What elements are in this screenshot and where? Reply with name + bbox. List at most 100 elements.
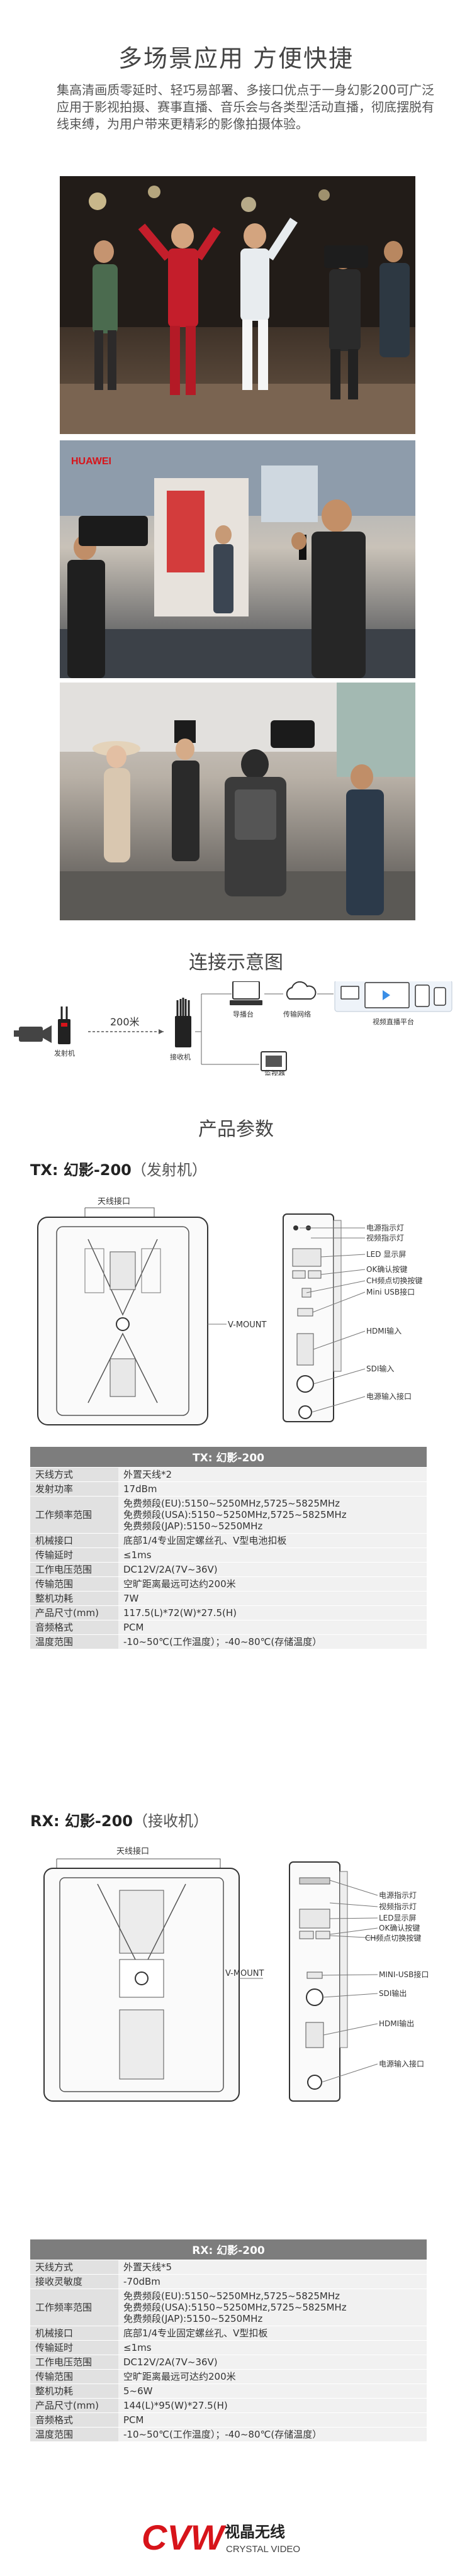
spec-value-line: 底部1/4专业固定螺丝孔、V型扣板: [123, 2327, 268, 2339]
receiver-icon: [175, 998, 191, 1047]
tx-side-label: HDMI输入: [366, 1326, 402, 1335]
transmitter-label: 发射机: [54, 1049, 75, 1057]
spec-value-line: 免费频段(EU):5150~5250MHz,5725~5825MHz: [123, 2290, 340, 2302]
spec-row: 机械接口底部1/4专业固定螺丝孔、V型电池扣板: [30, 1532, 427, 1547]
rx-vmount-label: V-MOUNT: [225, 1969, 264, 1978]
connection-title: 连接示意图: [189, 952, 283, 974]
spec-value: 空旷距离最远可达约200米: [118, 2368, 427, 2384]
hero-intro: 集高清画质零延时、轻巧易部署、多接口优点于一身幻影200可广泛应用于影视拍摄、赛…: [57, 82, 434, 131]
spec-row: 工作频率范围免费频段(EU):5150~5250MHz,5725~5825MHz…: [30, 2288, 427, 2326]
spec-row: 传输范围空旷距离最远可达约200米: [30, 1576, 427, 1591]
spec-value: 5~6W: [118, 2383, 427, 2398]
platform-label: 视频直播平台: [373, 1017, 414, 1026]
spec-value-line: 空旷距离最远可达约200米: [123, 1578, 236, 1590]
live-platform-icon: [334, 979, 452, 1012]
spec-value-line: DC12V/2A(7V~36V): [123, 1563, 218, 1575]
spec-value: 外置天线*2: [118, 1466, 427, 1481]
rx-antenna-label: 天线接口: [116, 1846, 149, 1856]
spec-key: 机械接口: [30, 2325, 118, 2340]
camera-icon: [14, 1025, 52, 1043]
spec-value: 144(L)*95(W)*27.5(H): [118, 2397, 427, 2412]
rx-side-label: LED显示屏: [379, 1914, 417, 1922]
spec-row: 温度范围-10~50℃(工作温度）；-40~80℃(存储温度）: [30, 2426, 427, 2441]
spec-row: 传输范围空旷距离最远可达约200米: [30, 2368, 427, 2384]
spec-row: 接收灵敏度 -70dBm: [30, 2273, 427, 2289]
spec-value: -10~50℃(工作温度）；-40~80℃(存储温度）: [118, 1634, 427, 1649]
spec-value: 117.5(L)*72(W)*27.5(H): [118, 1605, 427, 1620]
tx-vmount-label: V-MOUNT: [228, 1320, 267, 1330]
rx-side-label: SDI输出: [379, 1988, 407, 1998]
spec-key: 工作频率范围: [30, 1495, 118, 1533]
spec-value-line: -70dBm: [123, 2275, 160, 2287]
tx-table-title: TX: 幻影-200: [30, 1447, 427, 1467]
tx-side-label: CH频点切换按键: [366, 1276, 422, 1285]
rx-side-label: 电源输入接口: [379, 2059, 424, 2068]
spec-value-line: 免费频段(JAP):5150~5250MHz: [123, 2312, 263, 2324]
rx-side-label: MINI-USB接口: [379, 1970, 429, 1979]
rx-side-label: 电源指示灯: [379, 1890, 417, 1900]
spec-value: ≤1ms: [118, 2339, 427, 2355]
monitor-label: 监视器: [264, 1069, 285, 1076]
spec-row: 机械接口底部1/4专业固定螺丝孔、V型扣板: [30, 2325, 427, 2340]
spec-row: 工作电压范围 DC12V/2A(7V~36V): [30, 1561, 427, 1576]
spec-value-line: DC12V/2A(7V~36V): [123, 2356, 218, 2368]
spec-row: 音频格式 PCM: [30, 2412, 427, 2427]
photo-exhibition: HUAWEI: [60, 440, 415, 678]
spec-row: 传输延时≤1ms: [30, 1547, 427, 1562]
director-console-icon: [230, 981, 262, 1005]
spec-value-line: 免费频段(USA):5150~5250MHz,5725~5825MHz: [123, 2301, 347, 2313]
spec-value-line: 免费频段(JAP):5150~5250MHz: [123, 1520, 263, 1532]
rx-side-label: OK确认按键: [379, 1924, 420, 1932]
spec-key: 整机功耗: [30, 2383, 118, 2398]
spec-key: 温度范围: [30, 1634, 118, 1649]
spec-key: 天线方式: [30, 1466, 118, 1481]
spec-value: PCM: [118, 1619, 427, 1634]
spec-key: 传输范围: [30, 1576, 118, 1591]
rx-side-label: 视频指示灯: [379, 1902, 417, 1911]
spec-key: 传输范围: [30, 2368, 118, 2384]
spec-value-line: 144(L)*95(W)*27.5(H): [123, 2399, 228, 2411]
photo-stage-performance: [60, 176, 415, 434]
rx-side-label: CH频点切换按键: [365, 1934, 421, 1943]
tx-heading-paren: （发射机）: [131, 1161, 207, 1179]
tx-side-label: SDI输入: [366, 1364, 394, 1373]
spec-row: 传输延时≤1ms: [30, 2339, 427, 2355]
cloud-icon: [286, 981, 317, 1000]
spec-value-line: ≤1ms: [123, 2341, 152, 2353]
spec-key: 音频格式: [30, 2412, 118, 2427]
spec-key: 温度范围: [30, 2426, 118, 2441]
spec-key: 产品尺寸(mm): [30, 1605, 118, 1620]
spec-value: -70dBm: [118, 2273, 427, 2289]
tx-side-label: 电源输入接口: [366, 1391, 412, 1401]
spec-key: 天线方式: [30, 2259, 118, 2274]
spec-value-line: 免费频段(EU):5150~5250MHz,5725~5825MHz: [123, 1497, 340, 1509]
receiver-label: 接收机: [170, 1052, 191, 1061]
spec-key: 工作频率范围: [30, 2288, 118, 2326]
spec-value: 底部1/4专业固定螺丝孔、V型电池扣板: [118, 1532, 427, 1547]
spec-value-line: 外置天线*5: [123, 2261, 172, 2273]
spec-value-line: 117.5(L)*72(W)*27.5(H): [123, 1607, 237, 1619]
spec-row: 工作频率范围免费频段(EU):5150~5250MHz,5725~5825MHz…: [30, 1495, 427, 1533]
spec-value-line: 免费频段(USA):5150~5250MHz,5725~5825MHz: [123, 1508, 347, 1520]
rx-table-title: RX: 幻影-200: [30, 2239, 427, 2260]
tx-heading: TX: 幻影-200（发射机）: [30, 1157, 207, 1179]
brand-name-cn: 视晶无线: [225, 2523, 285, 2541]
rx-heading-model: RX: 幻影-200: [30, 1812, 133, 1830]
spec-key: 工作电压范围: [30, 1561, 118, 1576]
spec-row: 温度范围 -10~50℃(工作温度）；-40~80℃(存储温度）: [30, 1634, 427, 1649]
spec-value: 空旷距离最远可达约200米: [118, 1576, 427, 1591]
spec-value-line: PCM: [123, 2414, 144, 2426]
spec-value-line: ≤1ms: [123, 1549, 152, 1561]
spec-row: 天线方式外置天线*2: [30, 1466, 427, 1481]
spec-value-line: PCM: [123, 1621, 144, 1633]
distance-label: 200米: [110, 1016, 140, 1028]
photo-brand-text: HUAWEI: [71, 456, 111, 467]
rx-heading-paren: （接收机）: [133, 1812, 208, 1830]
spec-key: 接收灵敏度: [30, 2273, 118, 2289]
tx-side-label: 电源指示灯: [366, 1223, 404, 1232]
spec-value: DC12V/2A(7V~36V): [118, 2354, 427, 2369]
spec-value-line: -10~50℃(工作温度）；-40~80℃(存储温度）: [123, 1636, 322, 1648]
params-title: 产品参数: [198, 1118, 274, 1140]
